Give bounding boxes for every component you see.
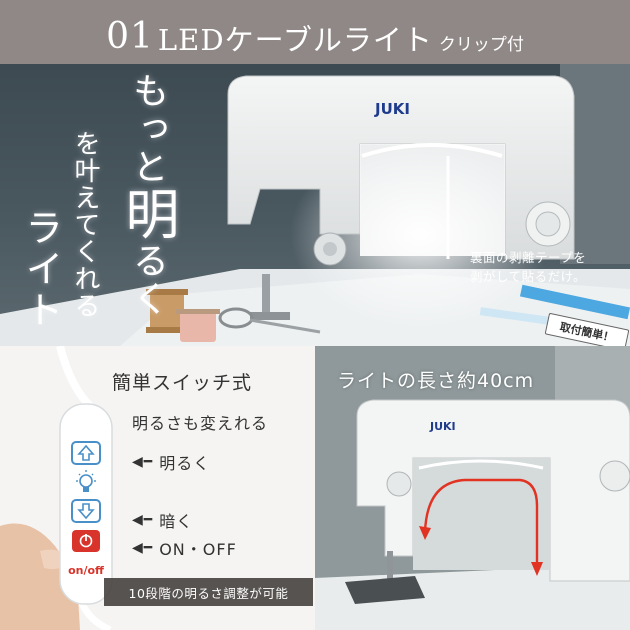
machine-brand-text: JUKI (374, 100, 410, 118)
hero-heading-line1: もっと明るく (116, 72, 179, 318)
hero-photo: JUKI もっと明るく を叶えてくれる ライト 裏面の剥離テープを 剥がして貼る… (0, 64, 630, 346)
remote-switch-illustration: on/off (0, 346, 113, 630)
brightness-up-button[interactable] (71, 441, 101, 465)
product-title: LEDケーブルライト (157, 23, 433, 57)
arrow-head-icon (419, 526, 431, 540)
brightness-caption: 10段階の明るさ調整が可能 (104, 578, 313, 606)
length-panel: JUKI ライトの長さ約40cm (315, 346, 630, 630)
length-arrow (423, 478, 539, 568)
hero-heading-line3: ライト (19, 208, 63, 331)
peel-instruction: 裏面の剥離テープを 剥がして貼るだけ。 (470, 250, 587, 284)
sewing-machine-illustration: JUKI (0, 64, 630, 346)
machine-brand-text: JUKI (429, 420, 456, 433)
bright-label-row: ◀━ 明るく (132, 454, 211, 473)
arrow-head-icon (531, 562, 543, 576)
switch-title: 簡単スイッチ式 (112, 372, 253, 394)
arrow-down-icon (77, 503, 95, 520)
switch-subtitle: 明るさも変えれる (132, 414, 269, 433)
header-banner: 01 LEDケーブルライト クリップ付 (0, 0, 630, 64)
length-title: ライトの長さ約40cm (337, 370, 535, 392)
onoff-label-row: ◀━ ON・OFF (132, 540, 237, 559)
arrow-left-icon: ◀━ (132, 454, 154, 470)
dark-label-row: ◀━ 暗く (132, 512, 194, 531)
section-number: 01 (106, 16, 154, 57)
brightness-down-button[interactable] (71, 499, 101, 523)
onoff-button-label: on/off (68, 564, 104, 577)
product-subtitle: クリップ付 (438, 35, 524, 55)
switch-panel: on/off 簡単スイッチ式 明るさも変えれる ◀━ 明るく ◀━ 暗く ◀━ … (0, 346, 315, 630)
machine-length-illustration: JUKI (315, 346, 630, 630)
arrow-up-icon (77, 444, 95, 461)
arrow-left-icon: ◀━ (132, 512, 154, 528)
hero-heading-line2: を叶えてくれる (70, 130, 100, 319)
arrow-left-icon: ◀━ (132, 540, 154, 556)
